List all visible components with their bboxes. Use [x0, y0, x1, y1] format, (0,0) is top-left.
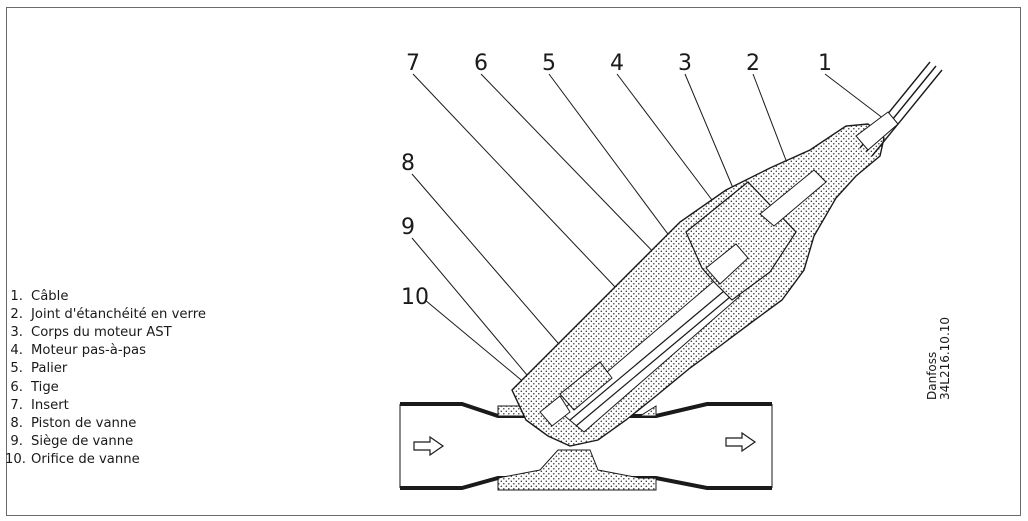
- legend-item: 5. Palier: [5, 360, 325, 378]
- inlet-arrow-icon: [413, 435, 445, 457]
- legend-label: Palier: [31, 361, 68, 377]
- valve-piston: [559, 361, 613, 411]
- legend-number: 10.: [5, 452, 26, 468]
- valve-seat-casting: [497, 449, 657, 491]
- legend-item: 8. Piston de vanne: [5, 414, 325, 432]
- leader-line-7: [412, 73, 636, 309]
- valve-body: [511, 61, 943, 447]
- callout-8: 8: [401, 151, 415, 176]
- legend-number: 4.: [10, 343, 23, 359]
- callout-3: 3: [678, 51, 692, 76]
- legend-label: Joint d'étanchéité en verre: [31, 306, 206, 322]
- callout-9: 9: [401, 215, 415, 240]
- bearing: [705, 243, 749, 285]
- callout-1: 1: [818, 51, 832, 76]
- outlet-arrow-icon: [725, 431, 757, 453]
- stem-outline: [575, 291, 737, 427]
- legend-label: Moteur pas-à-pas: [31, 343, 146, 359]
- leader-line-8: [411, 173, 584, 373]
- legend-item: 3. Corps du moteur AST: [5, 323, 325, 341]
- legend-item: 1. Câble: [5, 287, 325, 305]
- legend-label: Siège de vanne: [31, 434, 134, 450]
- legend-number: 6.: [10, 379, 23, 395]
- leader-line-10: [424, 299, 527, 385]
- callout-7: 7: [406, 51, 420, 76]
- legend-item: 9. Siège de vanne: [5, 433, 325, 451]
- glass-seal: [759, 169, 827, 227]
- figure-frame: [6, 7, 1021, 516]
- legend-number: 5.: [10, 361, 23, 377]
- legend-number: 8.: [10, 415, 23, 431]
- legend-number: 1.: [10, 288, 23, 304]
- legend-item: 6. Tige: [5, 378, 325, 396]
- legend-label: Corps du moteur AST: [31, 324, 172, 340]
- reference-code: 34L216.10.10: [938, 316, 952, 400]
- cable-gland: [855, 111, 899, 151]
- callout-6: 6: [474, 51, 488, 76]
- stem: [569, 285, 731, 421]
- legend-label: Câble: [31, 288, 69, 304]
- tube-ends: [399, 404, 773, 488]
- legend-number: 3.: [10, 324, 23, 340]
- legend-item: 2. Joint d'étanchéité en verre: [5, 305, 325, 323]
- callout-10: 10: [401, 285, 429, 310]
- legend-item: 10. Orifice de vanne: [5, 451, 325, 469]
- legend-label: Orifice de vanne: [31, 452, 140, 468]
- leader-line-9: [411, 237, 549, 401]
- legend-label: Piston de vanne: [31, 415, 137, 431]
- leader-line-3: [684, 73, 734, 189]
- legend-number: 7.: [10, 397, 23, 413]
- callout-5: 5: [542, 51, 556, 76]
- legend-number: 2.: [10, 306, 23, 322]
- legend-number: 9.: [10, 434, 23, 450]
- leader-line-4: [616, 73, 713, 201]
- legend-label: Insert: [31, 397, 69, 413]
- legend-item: 4. Moteur pas-à-pas: [5, 342, 325, 360]
- valve-orifice: [539, 395, 571, 427]
- callout-2: 2: [746, 51, 760, 76]
- leader-line-2: [752, 73, 793, 177]
- parts-legend: 1. Câble 2. Joint d'étanchéité en verre 3.…: [5, 287, 325, 469]
- leader-line-1: [824, 73, 889, 123]
- drawing-reference-text: Danfoss 34L216.10.10: [925, 316, 952, 400]
- legend-label: Tige: [31, 379, 59, 395]
- callout-4: 4: [610, 51, 624, 76]
- legend-item: 7. Insert: [5, 396, 325, 414]
